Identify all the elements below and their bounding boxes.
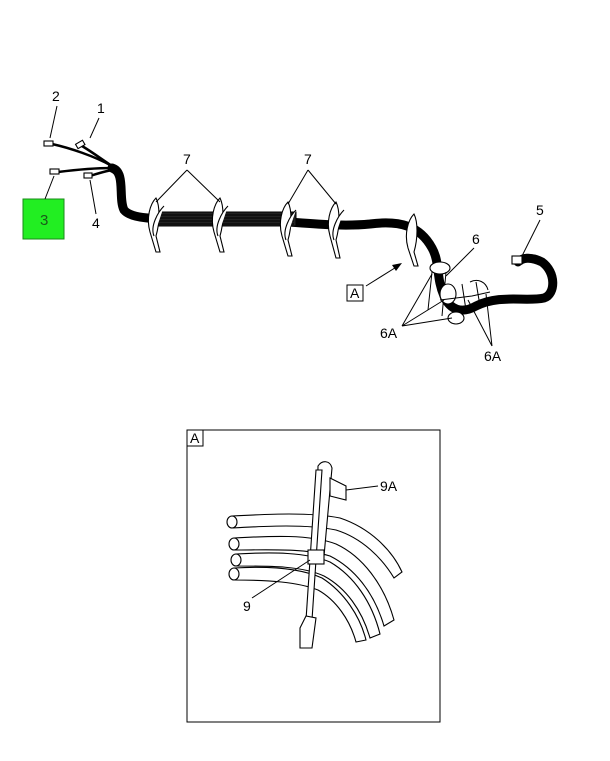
callout-7-right: 7 [304, 151, 312, 167]
harness-assembly [43, 139, 558, 325]
callout-4: 4 [92, 215, 100, 231]
callout-1: 1 [97, 100, 105, 116]
callout-7-left: 7 [183, 151, 191, 167]
callout-2: 2 [52, 88, 60, 104]
detail-strap [299, 461, 347, 649]
callout-3: 3 [40, 212, 48, 229]
harness-clips [147, 197, 419, 267]
detail-view-a: A 9A 9 [186, 429, 441, 723]
braided-sleeve [155, 211, 297, 227]
view-ref-arrowhead [392, 263, 402, 271]
view-ref-label: A [350, 285, 360, 301]
callout-5: 5 [536, 202, 544, 218]
view-ref-box [346, 284, 364, 302]
connector-end [511, 255, 523, 265]
callout-3-highlight [22, 198, 65, 240]
bracket-assembly [427, 261, 491, 325]
callout-9: 9 [243, 598, 251, 614]
callout-6: 6 [472, 231, 480, 247]
callouts: 1 2 3 4 7 7 5 6 A 6A 6A [22, 88, 544, 364]
terminal-ends [43, 139, 93, 179]
callout-9a: 9A [380, 478, 398, 494]
callout-6a-left: 6A [380, 325, 398, 341]
callout-6a-right: 6A [484, 348, 502, 364]
detail-tag-box [186, 429, 204, 447]
detail-tag: A [190, 430, 200, 446]
